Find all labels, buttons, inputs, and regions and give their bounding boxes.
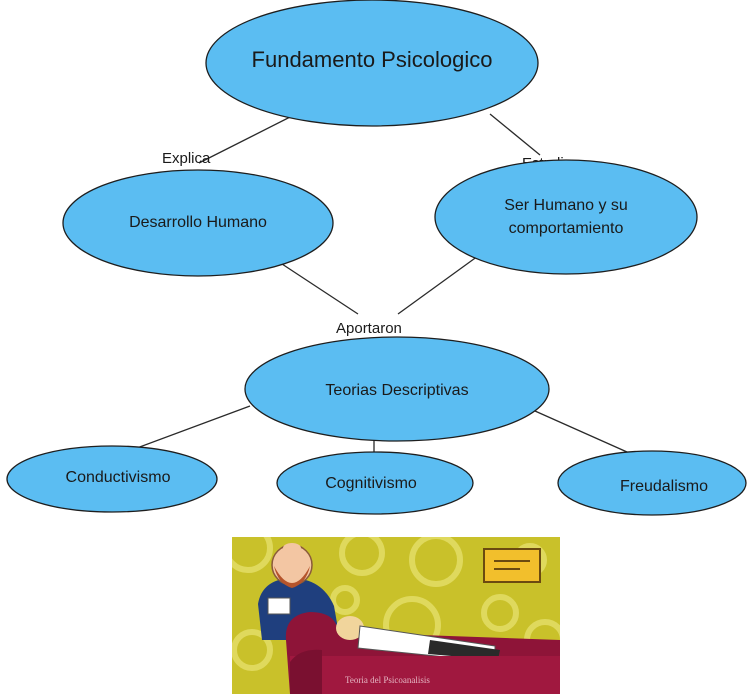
illustration-caption: Teoria del Psicoanalisis <box>345 675 430 685</box>
diploma-icon <box>483 548 541 583</box>
psychoanalysis-illustration: Teoria del Psicoanalisis <box>232 537 560 694</box>
node-cognitivismo: Cognitivismo <box>276 451 474 515</box>
node-teorias-descriptivas: Teorias Descriptivas <box>244 336 550 442</box>
node-desarrollo-humano: Desarrollo Humano <box>62 169 334 277</box>
node-freudalismo-label: Freudalismo <box>620 478 708 495</box>
edge-label-aportaron: Aportaron <box>336 320 402 337</box>
node-fundamento-label: Fundamento Psicologico <box>252 47 493 72</box>
edge-label-explica: Explica <box>162 150 211 167</box>
notepad-icon <box>267 597 291 615</box>
edge-fundamento-ser-humano <box>489 113 541 156</box>
edge-fundamento-desarrollo <box>198 111 301 164</box>
node-cognitivismo-label: Cognitivismo <box>325 475 417 492</box>
edge-teorias-freudalismo <box>525 406 637 457</box>
edge-desarrollo-aportaron <box>281 263 359 315</box>
node-ser-humano-label-line1: Ser Humano y su <box>504 197 628 214</box>
node-fundamento-psicologico: Fundamento Psicologico <box>205 0 539 127</box>
node-freudalismo: Freudalismo <box>557 450 747 516</box>
node-desarrollo-label: Desarrollo Humano <box>129 214 267 231</box>
node-conductivismo: Conductivismo <box>6 445 218 513</box>
node-ser-humano-label-line2: comportamiento <box>509 220 624 237</box>
node-teorias-label: Teorias Descriptivas <box>325 382 468 399</box>
node-conductivismo-label: Conductivismo <box>66 469 171 486</box>
edge-ser-humano-aportaron <box>397 255 479 315</box>
node-ser-humano: Ser Humano y su comportamiento <box>434 159 698 275</box>
